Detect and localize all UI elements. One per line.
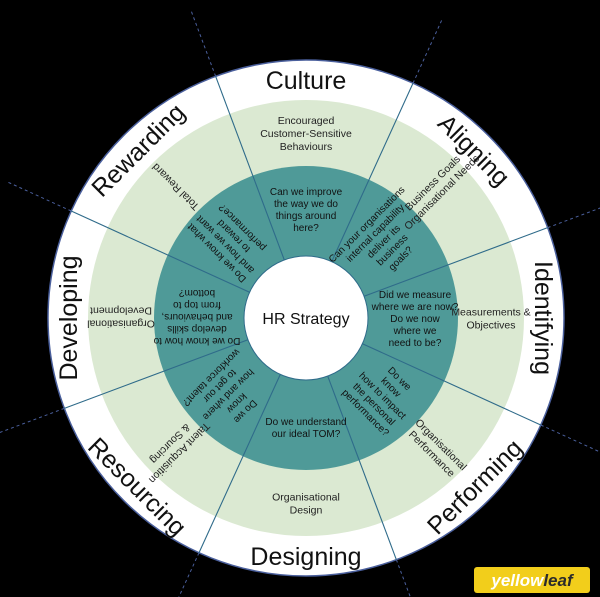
- inner-question-line: develop skills: [167, 323, 226, 334]
- middle-label-line: Development: [90, 305, 152, 317]
- divider-extension: [178, 552, 200, 597]
- logo-text-leaf: leaf: [543, 571, 575, 590]
- middle-label-line: Behaviours: [280, 141, 333, 153]
- divider-extension: [7, 181, 72, 212]
- inner-question-line: Do we know how to: [153, 335, 240, 346]
- inner-question-line: our ideal TOM?: [272, 429, 341, 440]
- inner-question-line: and behaviours,: [161, 311, 232, 322]
- outer-label-developing-line: Developing: [55, 255, 83, 380]
- divider-extension: [0, 407, 65, 433]
- middle-label-line: Organisational: [87, 318, 155, 330]
- middle-label-line: Design: [290, 505, 323, 517]
- middle-label-2: Measurements &Objectives: [451, 307, 530, 332]
- inner-question-line: need to be?: [389, 338, 442, 349]
- segment-divider: [71, 210, 250, 293]
- inner-question-line: Do we understand: [265, 417, 346, 428]
- outer-label-developing: Developing: [55, 255, 83, 380]
- outer-label-identifying-line: Identifying: [529, 261, 557, 375]
- logo-text: yellowleaf: [490, 571, 575, 590]
- inner-question-line: Can we improve: [270, 187, 343, 198]
- middle-label-line: Customer-Sensitive: [260, 128, 352, 140]
- outer-label-culture-line: Culture: [266, 67, 347, 95]
- inner-question-line: the way we do: [274, 199, 338, 210]
- inner-question-line: from top to: [173, 299, 221, 310]
- segment-divider: [331, 83, 414, 262]
- inner-question-line: where we: [393, 326, 437, 337]
- segment-divider: [198, 374, 281, 553]
- center-label: HR Strategy: [262, 311, 349, 328]
- segment-divider: [64, 339, 249, 409]
- segment-divider: [327, 375, 397, 560]
- divider-extension: [395, 559, 411, 597]
- outer-label-designing-line: Designing: [250, 543, 361, 571]
- middle-label-line: Measurements &: [451, 307, 530, 319]
- logo-text-yellow: yellow: [490, 571, 545, 590]
- middle-label-line: Organisational: [272, 492, 340, 504]
- segment-divider: [363, 227, 548, 297]
- segment-divider: [215, 76, 285, 261]
- middle-label-line: Objectives: [466, 320, 515, 332]
- inner-question-line: Did we measure: [379, 290, 452, 301]
- middle-label-line: Encouraged: [278, 115, 335, 127]
- middle-label-6: OrganisationalDevelopment: [87, 305, 155, 330]
- outer-label-culture: Culture: [266, 67, 347, 95]
- center-circle: [243, 255, 369, 381]
- logo-background: [474, 567, 590, 593]
- outer-label-designing: Designing: [250, 543, 361, 571]
- inner-question-line: things around: [276, 211, 337, 222]
- inner-question-line: where we are now?: [371, 302, 459, 313]
- inner-question-line: here?: [293, 223, 319, 234]
- divider-extension: [412, 19, 443, 84]
- divider-extension: [190, 10, 217, 77]
- divider-extension: [540, 424, 600, 453]
- yellowleaf-logo: yellowleaf: [474, 567, 590, 593]
- inner-question-line: bottom?: [178, 287, 215, 298]
- segment-divider: [362, 343, 541, 426]
- inner-question-line: Do we now: [390, 314, 440, 325]
- inner-question-6: Do we know how todevelop skillsand behav…: [153, 287, 240, 346]
- outer-label-identifying: Identifying: [529, 261, 557, 375]
- divider-extension: [547, 207, 600, 229]
